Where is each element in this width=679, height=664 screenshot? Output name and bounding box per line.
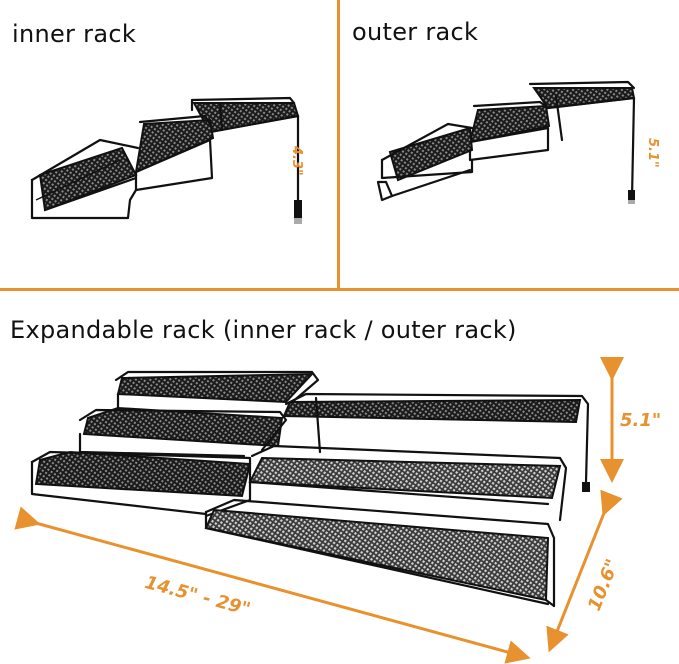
outer-height-label: 5.1" xyxy=(645,138,660,168)
expandable-rack-image xyxy=(30,370,590,608)
horizontal-divider xyxy=(0,288,679,291)
outer-rack-image xyxy=(376,80,636,204)
vertical-divider xyxy=(337,0,340,290)
inner-height-label: 4.3" xyxy=(289,146,304,176)
inner-rack-title: inner rack xyxy=(12,20,137,48)
dimension-arrows xyxy=(14,357,624,664)
expandable-height-label: 5.1" xyxy=(620,410,662,431)
expandable-rack-title: Expandable rack (inner rack / outer rack… xyxy=(10,316,517,344)
outer-rack-title: outer rack xyxy=(352,18,479,46)
inner-rack-image xyxy=(30,96,302,224)
